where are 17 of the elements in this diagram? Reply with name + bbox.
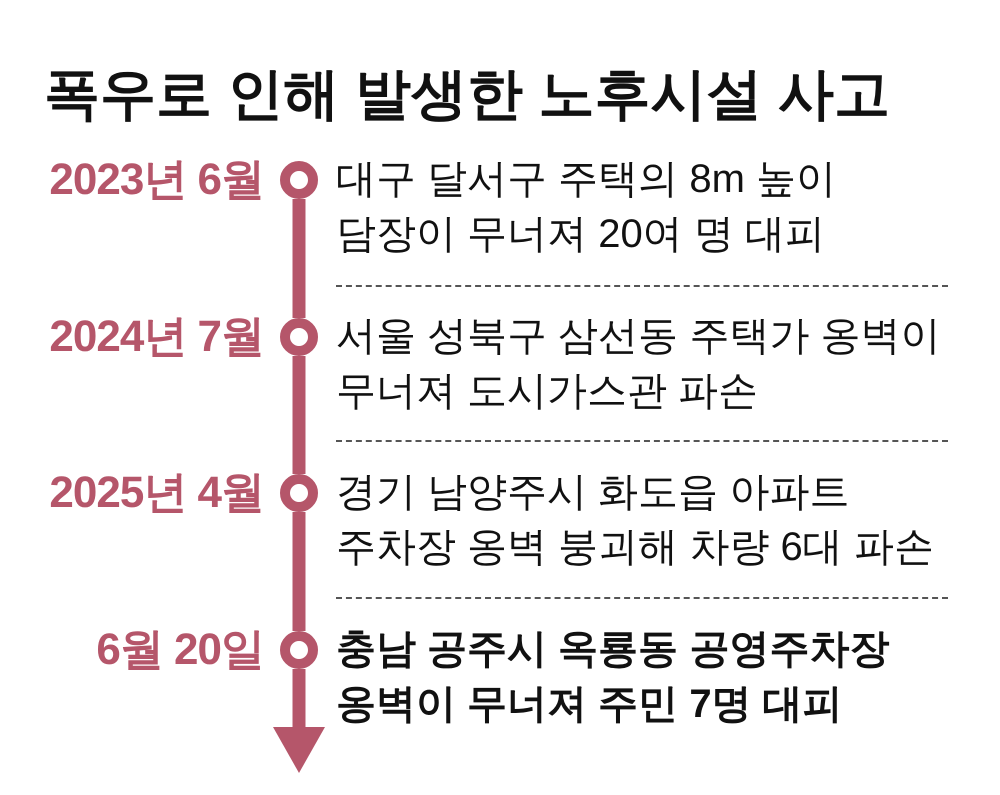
timeline-ring [280, 161, 318, 199]
date-label: 6월 20일 [96, 624, 264, 676]
timeline-arrow [273, 669, 325, 773]
event-text: 서울 성북구 삼선동 주택가 옹벽이 무너져 도시가스관 파손 [336, 313, 942, 415]
event-text: 충남 공주시 옥룡동 공영주차장 옹벽이 무너져 주민 7명 대피 [336, 626, 890, 728]
timeline-line [292, 199, 306, 318]
event-text: 경기 남양주시 화도읍 아파트 주차장 옹벽 붕괴해 차량 6대 파손 [336, 469, 935, 571]
timeline-ring [280, 631, 318, 669]
timeline-line [292, 512, 306, 631]
title: 폭우로 인해 발생한 노후시설 사고 [44, 61, 890, 127]
timeline-ring [280, 318, 318, 356]
date-label: 2024년 7월 [49, 311, 264, 363]
date-label: 2023년 6월 [49, 154, 264, 206]
timeline-ring [280, 474, 318, 512]
timeline-line [292, 356, 306, 474]
event-text: 대구 달서구 주택의 8m 높이 담장이 무너져 20여 명 대피 [336, 156, 838, 258]
date-label: 2025년 4월 [49, 467, 264, 519]
